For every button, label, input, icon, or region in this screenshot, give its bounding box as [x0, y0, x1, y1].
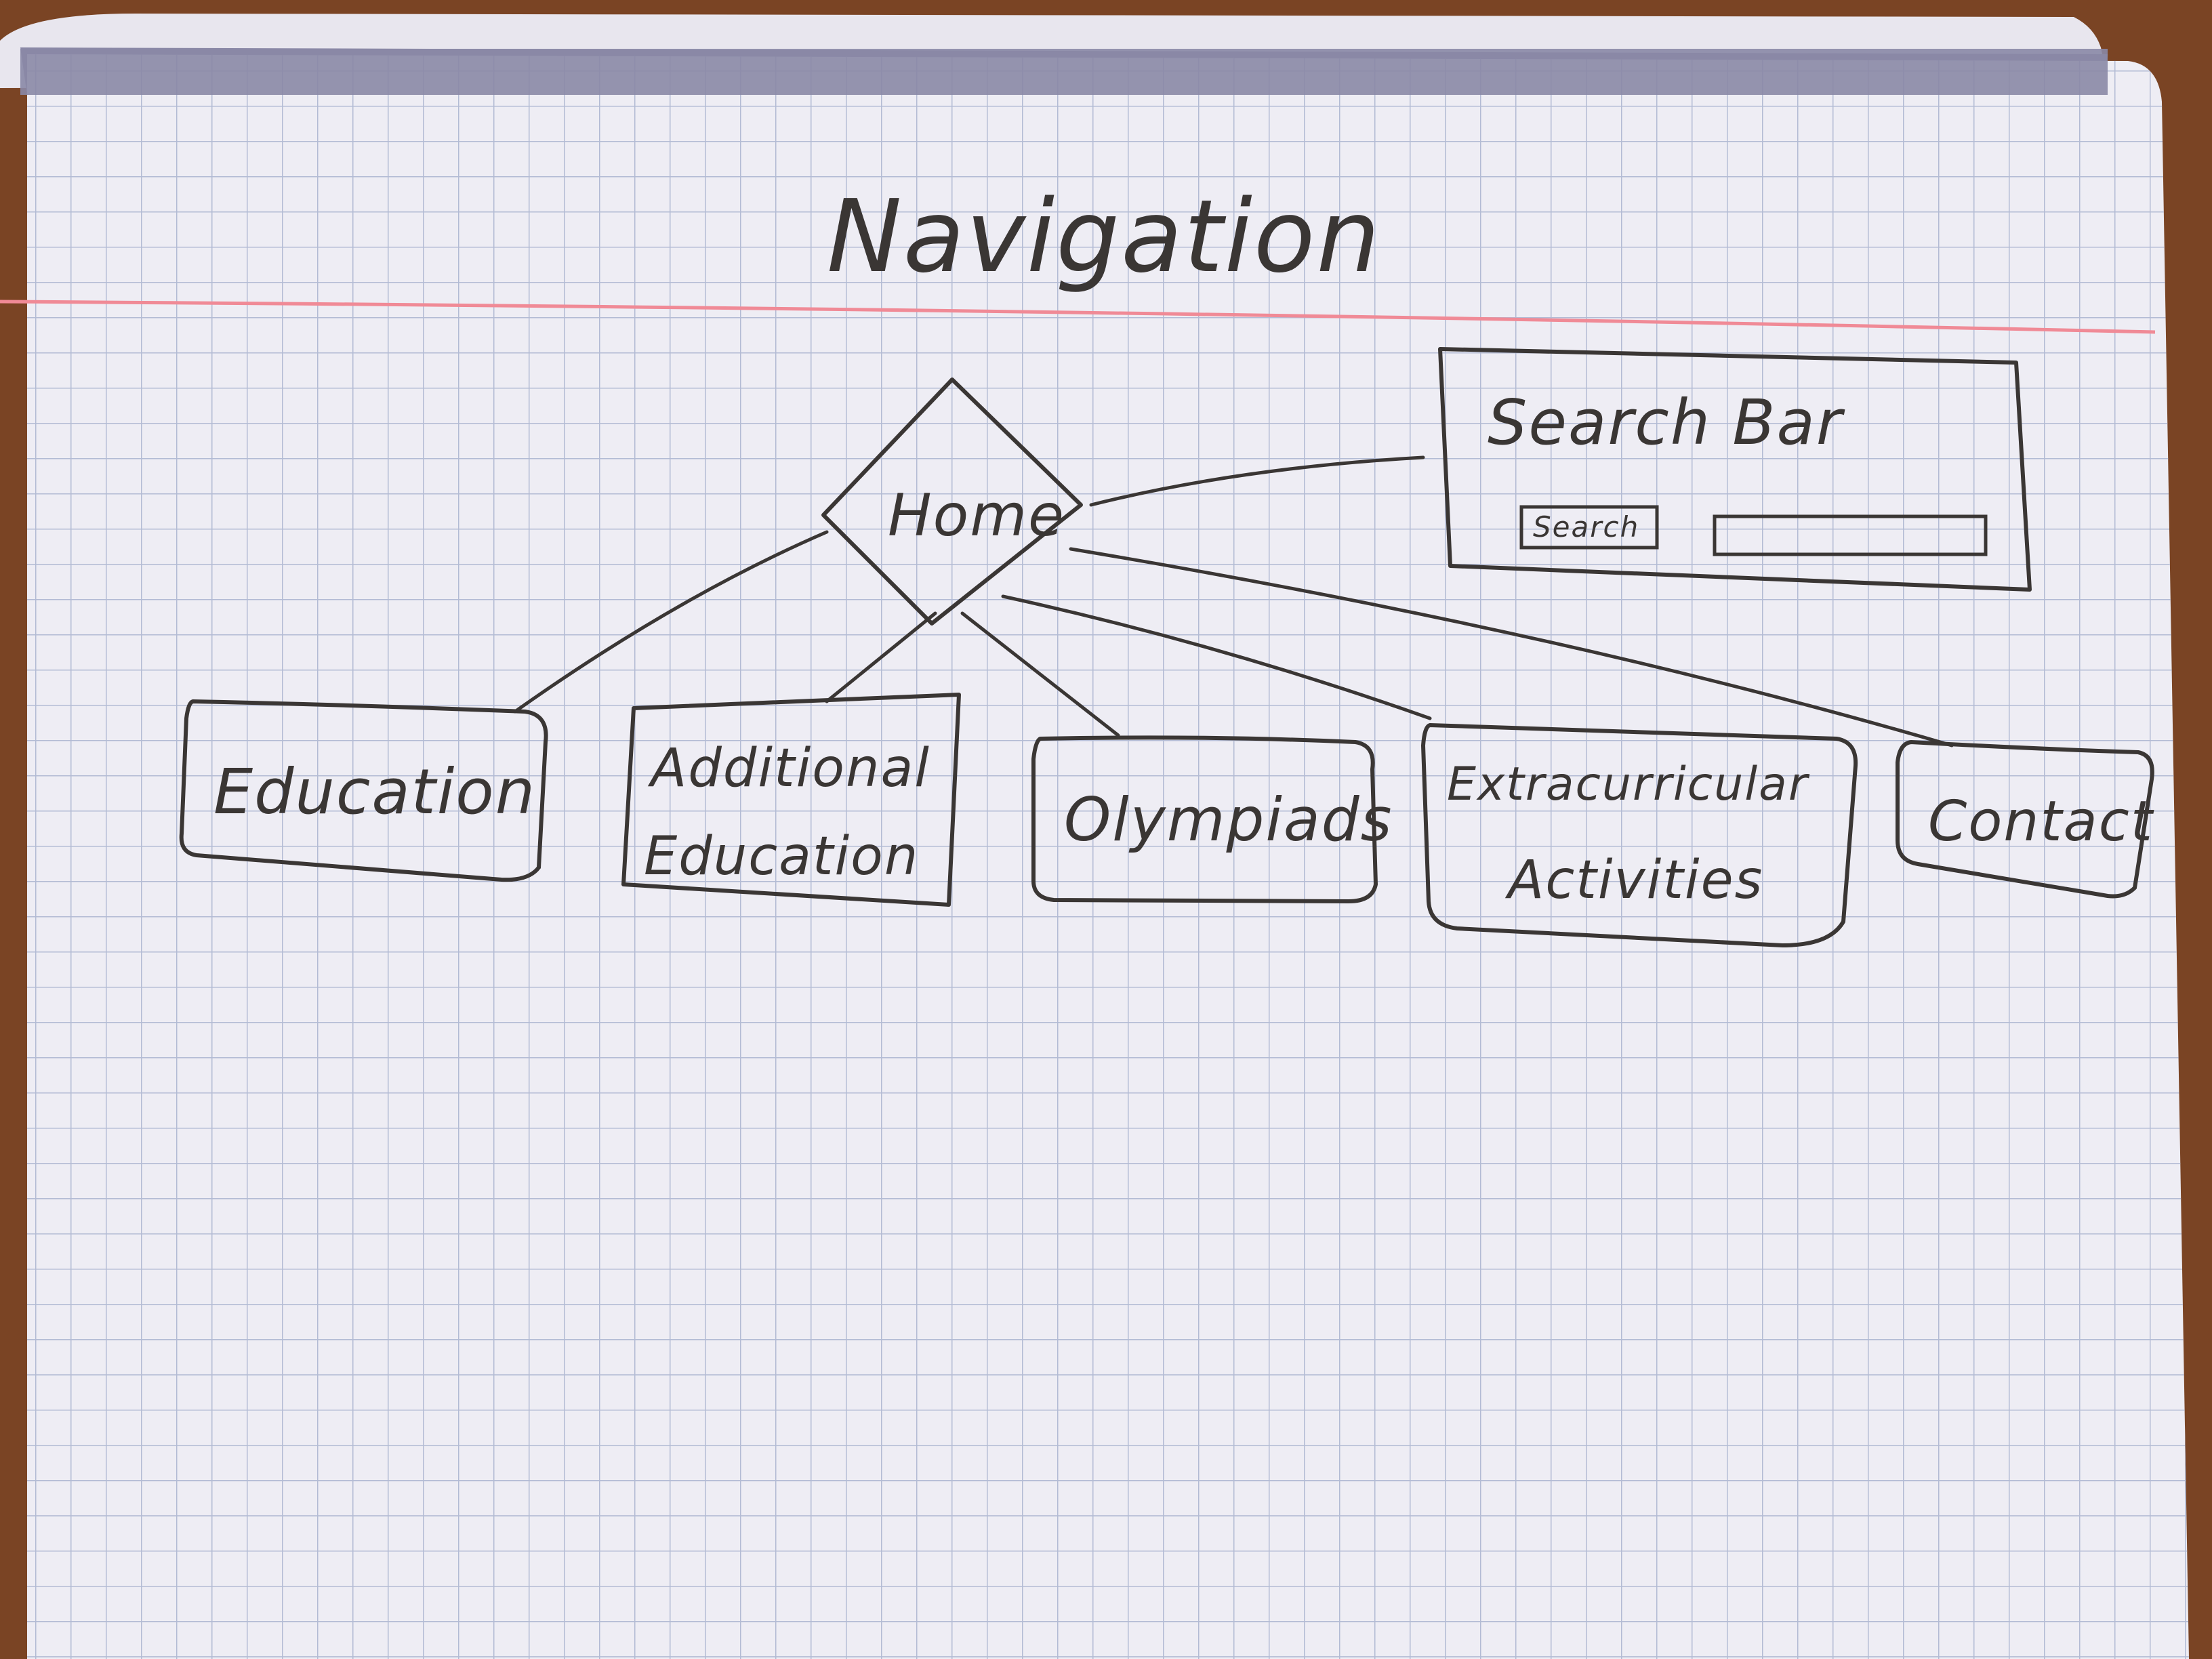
connector-home-extracurricular [1001, 594, 1432, 720]
page-box-contact [1896, 739, 2154, 899]
search-bar-node[interactable]: Search Bar Search [1438, 347, 2032, 592]
page-node-extracurricular-activities[interactable]: Extracurricular Activities [1420, 722, 1858, 948]
page-label-additional-line1: Additional [647, 738, 930, 799]
diagram-title: Navigation [827, 178, 1381, 295]
page-label-education: Education [213, 756, 536, 828]
page-node-contact[interactable]: Contact [1896, 739, 2154, 899]
page-node-education[interactable]: Education [179, 699, 548, 882]
page-node-additional-education[interactable]: Additional Education [621, 693, 961, 907]
home-diamond [821, 377, 1083, 626]
search-input[interactable] [1713, 514, 1988, 556]
page-node-olympiads[interactable]: Olympiads [1031, 735, 1393, 904]
search-bar-box [1438, 347, 2032, 592]
page-box-extracurricular [1420, 722, 1858, 948]
connector-home-search [1089, 455, 1425, 507]
page-box-olympiads [1031, 735, 1378, 904]
connectors [513, 455, 1954, 747]
page-label-additional-line2: Education [644, 826, 919, 887]
connector-home-education [513, 530, 829, 714]
page-box-education [179, 699, 548, 882]
page-box-additional-education [621, 693, 961, 907]
connector-home-olympiads [960, 611, 1120, 737]
margin-line [0, 300, 2156, 334]
page-label-olympiads: Olympiads [1064, 785, 1393, 855]
cover-band-top [20, 49, 2108, 95]
connector-home-additional [825, 611, 937, 703]
home-label: Home [888, 482, 1065, 550]
search-button-label: Search [1533, 510, 1639, 544]
connector-home-contact [1069, 547, 1954, 747]
page-label-extracurricular-line2: Activities [1504, 850, 1763, 911]
search-bar-label: Search Bar [1488, 386, 1845, 459]
search-button[interactable] [1519, 505, 1659, 550]
home-node[interactable]: Home [821, 377, 1083, 626]
page-label-extracurricular-line1: Extracurricular [1447, 758, 1810, 811]
page-label-contact: Contact [1928, 790, 2154, 854]
